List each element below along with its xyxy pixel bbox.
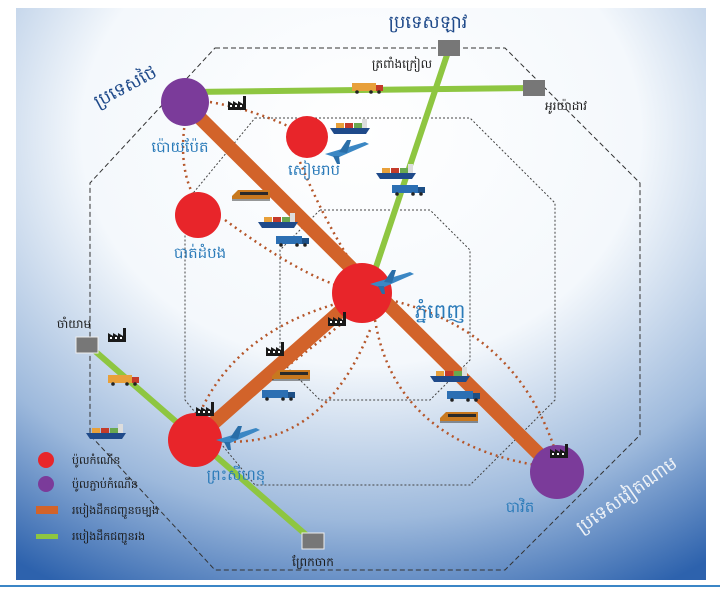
- checkpoint-oyadav: [523, 80, 545, 96]
- legend-growth-pole-swatch: [38, 452, 54, 468]
- city-label-siem-reap: សៀមរាប: [288, 160, 340, 180]
- city-label-sihanoukville: ព្រះសីហនុ: [207, 465, 266, 485]
- country-label-laos: ប្រទេសឡាវ: [389, 12, 468, 33]
- legend-main-corridor-swatch: [36, 506, 58, 514]
- checkpoint-trapeang-kreal: [438, 40, 460, 56]
- pole-sihanoukville: [168, 413, 222, 467]
- city-label-poipet: ប៉ោយប៉ែត: [151, 138, 208, 156]
- label-oyadav: អូរយ៉ាដាវ: [545, 98, 587, 114]
- pole-siem-reap: [286, 116, 328, 158]
- legend: ប៉ូលកំណើន ប៉ូលភ្ជាប់កំណើន របៀងដឹកជញ្ជូនច…: [36, 452, 159, 545]
- train-icon: [231, 189, 271, 201]
- pole-poipet: [161, 78, 209, 126]
- city-label-phnom-penh: ភ្នំពេញ: [415, 298, 466, 323]
- checkpoint-prek-chak: [301, 532, 325, 550]
- legend-growth-pole-label: ប៉ូលកំណើន: [72, 453, 120, 468]
- outer-zone-boundary: [89, 47, 641, 571]
- train-icon: [439, 411, 479, 423]
- pole-phnom-penh: [332, 263, 392, 323]
- middle-zone-boundary: [184, 117, 556, 486]
- legend-secondary-corridor-swatch: [36, 534, 58, 539]
- city-label-bavet: បាវិត: [506, 497, 535, 516]
- pole-battambang: [175, 192, 221, 238]
- city-label-battambang: បាត់ដំបង: [174, 243, 226, 262]
- pole-bavet: [530, 445, 584, 499]
- train-icon: [271, 369, 311, 381]
- legend-connecting-pole-label: ប៉ូលភ្ជាប់កំណើន: [72, 477, 138, 492]
- label-trapeang-kreal: ត្រពាំងក្រៀល: [372, 56, 432, 72]
- legend-connecting-pole-swatch: [38, 476, 54, 492]
- label-prek-chak: ព្រែកចាក: [292, 554, 334, 569]
- legend-secondary-corridor-label: របៀងដឹកជញ្ជូនរង: [72, 529, 145, 545]
- inner-zone-boundary: [279, 209, 471, 401]
- legend-main-corridor-label: របៀងដឹកជញ្ជូនចម្បង: [72, 503, 159, 519]
- label-cham-yeam: ចាំយាម: [57, 316, 92, 331]
- checkpoint-cham-yeam: [75, 336, 99, 354]
